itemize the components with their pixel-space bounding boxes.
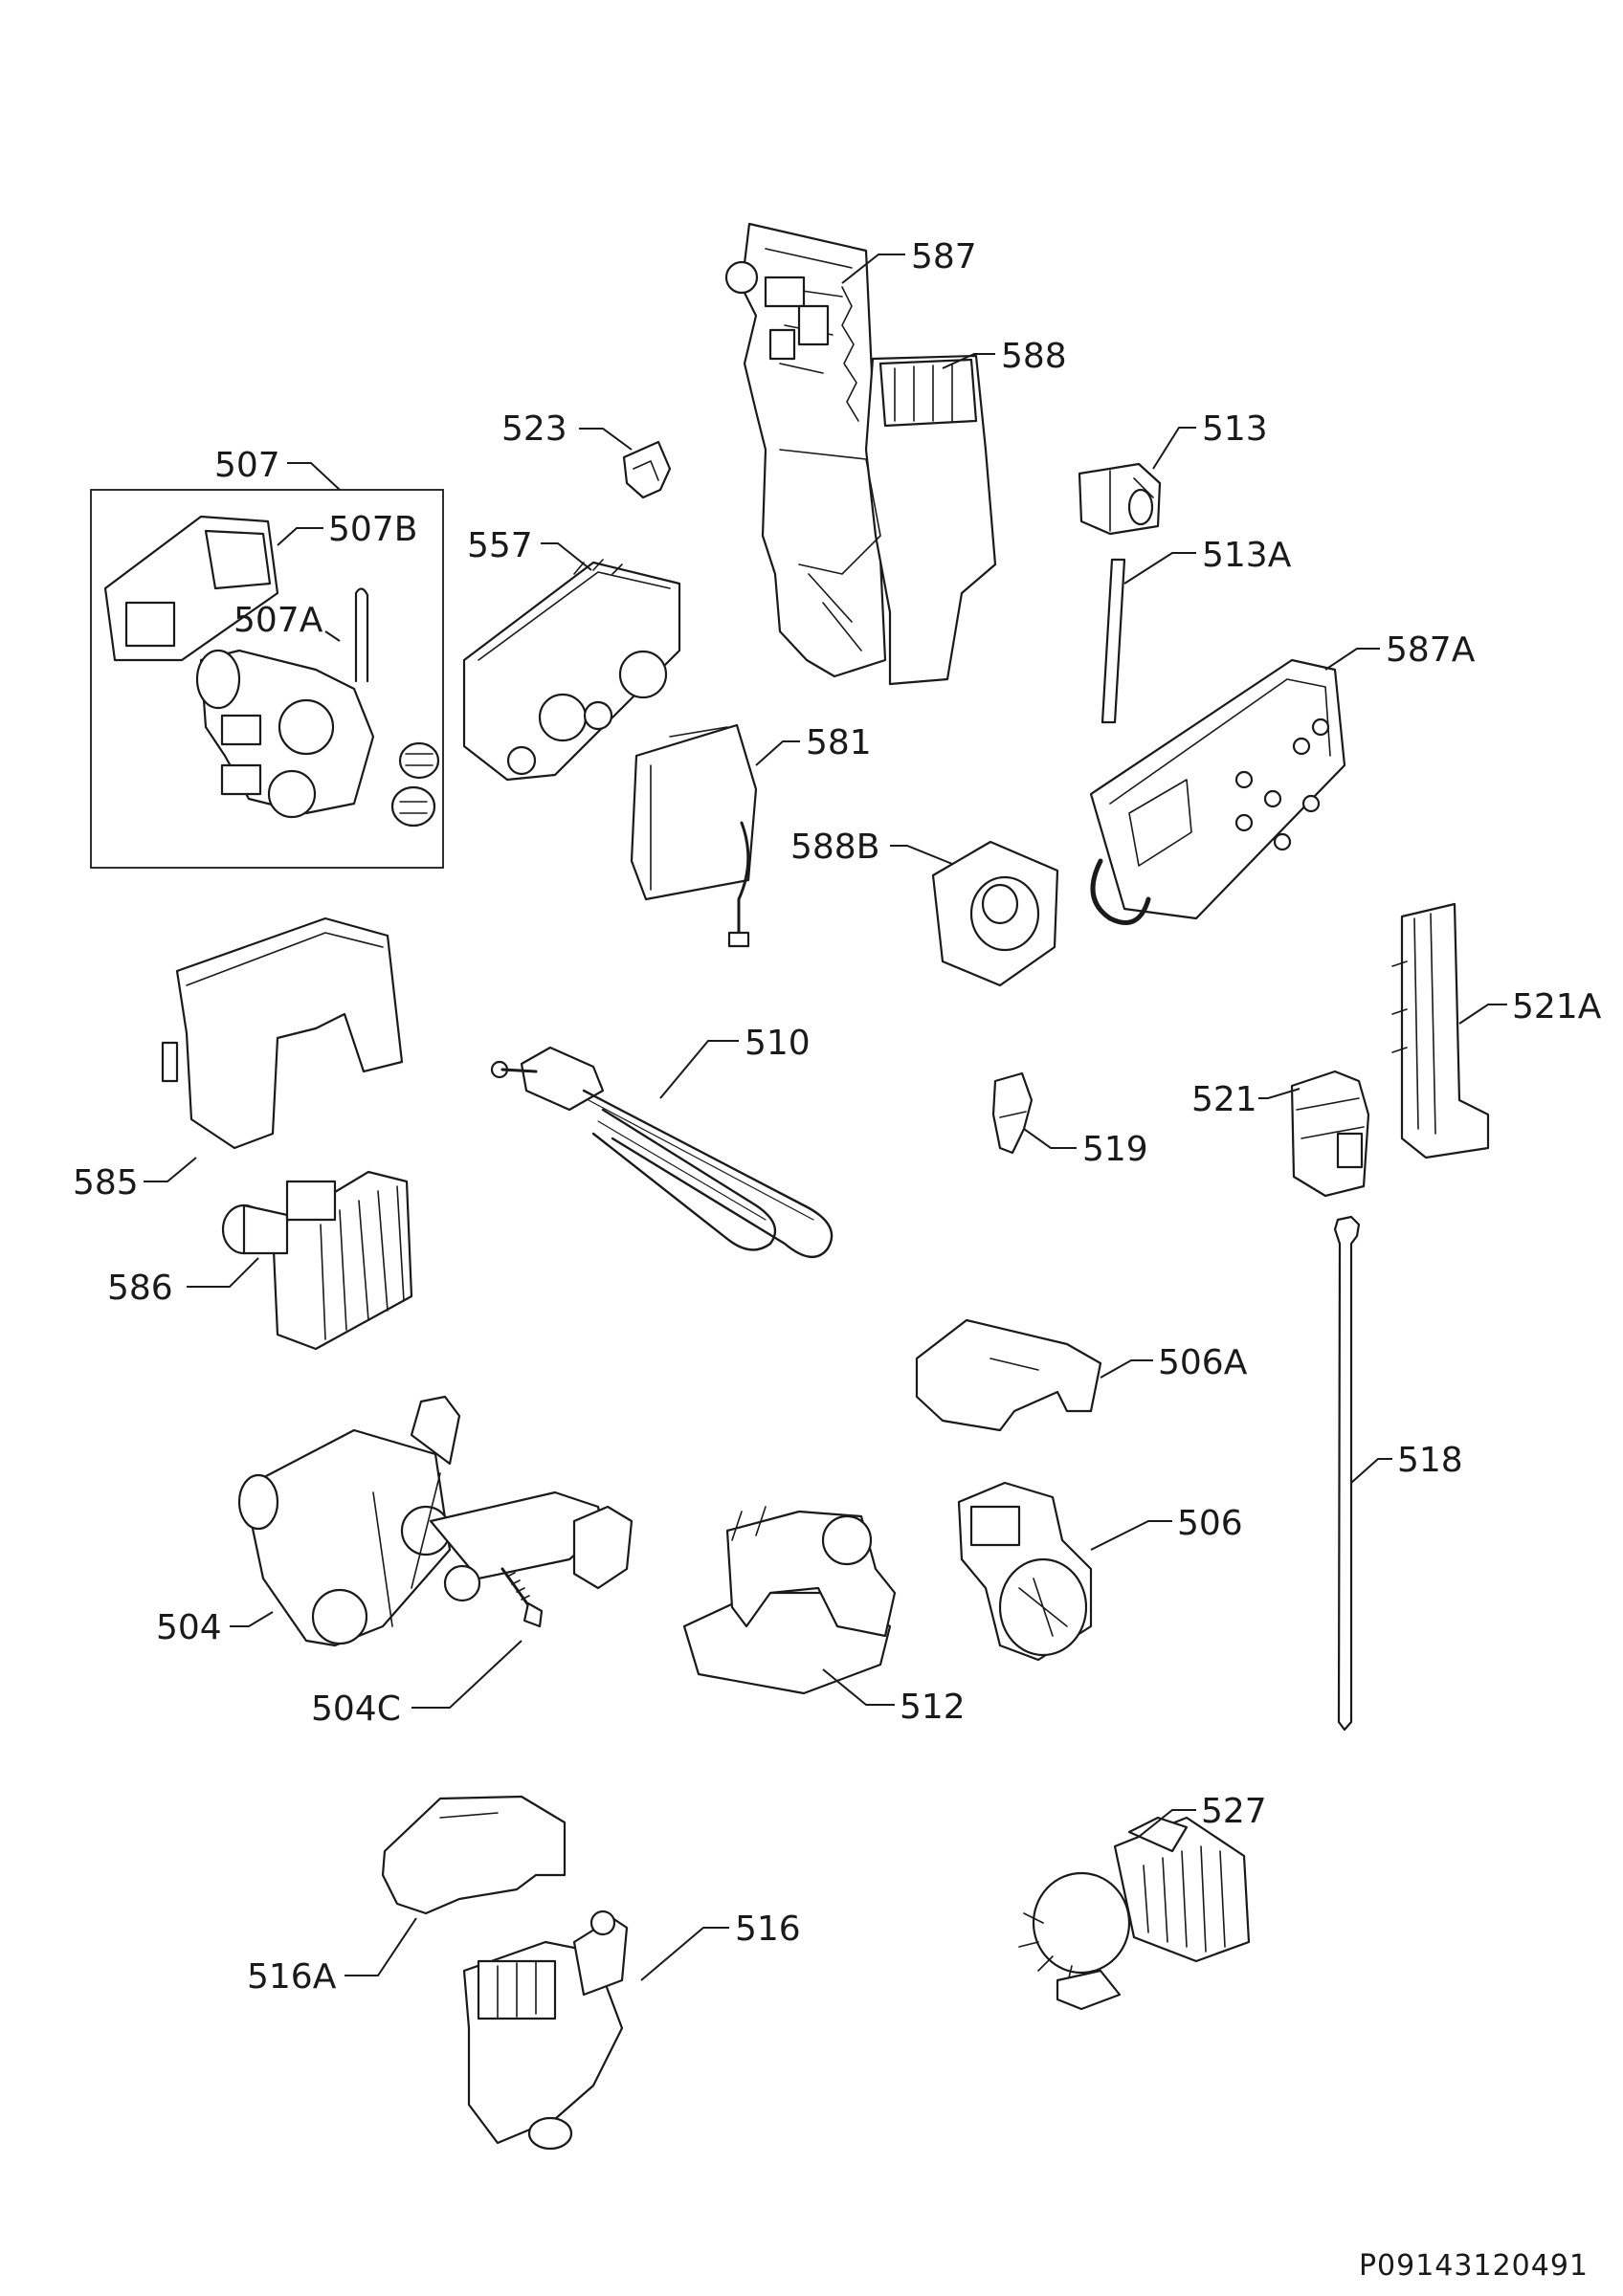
svg-text:557: 557 xyxy=(467,526,533,565)
svg-text:527: 527 xyxy=(1201,1792,1267,1831)
callout-507A: 507A xyxy=(233,601,341,642)
svg-text:510: 510 xyxy=(745,1024,811,1063)
part-516-pump-assembly[interactable] xyxy=(462,1910,629,2151)
svg-text:516: 516 xyxy=(735,1910,801,1949)
svg-text:513A: 513A xyxy=(1202,536,1292,575)
svg-text:506A: 506A xyxy=(1158,1343,1248,1382)
part-512-bracket[interactable] xyxy=(682,1506,897,1695)
callout-519: 519 xyxy=(1023,1128,1148,1169)
part-504C-screw[interactable] xyxy=(500,1567,544,1628)
svg-text:519: 519 xyxy=(1082,1130,1148,1169)
callout-506A: 506A xyxy=(1100,1343,1248,1382)
callout-506: 506 xyxy=(1090,1504,1243,1551)
svg-text:521A: 521A xyxy=(1512,987,1602,1027)
callout-587: 587 xyxy=(841,237,977,284)
part-586-motor-controller[interactable] xyxy=(221,1170,413,1351)
part-588-board-housing[interactable] xyxy=(779,354,997,686)
part-516A-pump-cover[interactable] xyxy=(381,1795,567,1915)
part-506-drain-pump[interactable] xyxy=(957,1481,1093,1662)
callout-527: 527 xyxy=(1138,1792,1267,1838)
callout-518: 518 xyxy=(1350,1441,1463,1484)
svg-text:588: 588 xyxy=(1001,337,1067,376)
svg-text:523: 523 xyxy=(501,409,567,449)
part-587A-display-board[interactable] xyxy=(1089,658,1346,925)
callout-510: 510 xyxy=(659,1024,811,1099)
svg-text:587A: 587A xyxy=(1386,630,1476,670)
part-588B-pressure-sensor[interactable] xyxy=(931,840,1059,987)
callout-557: 557 xyxy=(467,526,592,571)
svg-text:507A: 507A xyxy=(233,601,323,640)
part-507A-clip[interactable] xyxy=(354,587,369,683)
part-507-inlet-valves[interactable] xyxy=(195,649,440,828)
svg-text:504: 504 xyxy=(156,1608,222,1647)
callout-588: 588 xyxy=(942,337,1067,376)
svg-text:512: 512 xyxy=(900,1688,966,1727)
part-521A-latch-strip[interactable] xyxy=(1391,902,1490,1159)
part-506A-pump-cover[interactable] xyxy=(915,1318,1102,1432)
svg-text:513: 513 xyxy=(1202,409,1268,449)
callout-507B: 507B xyxy=(277,510,417,549)
callout-581: 581 xyxy=(755,723,872,766)
part-527-circulation-pump[interactable] xyxy=(1018,1816,1251,2011)
svg-text:507B: 507B xyxy=(328,510,417,549)
part-518-rod[interactable] xyxy=(1333,1215,1361,1732)
svg-text:581: 581 xyxy=(806,723,872,762)
callout-507: 507 xyxy=(214,446,341,491)
svg-text:588B: 588B xyxy=(790,828,879,867)
callout-521: 521 xyxy=(1191,1080,1301,1119)
part-507-group-box xyxy=(90,489,444,869)
document-code: P09143120491 xyxy=(1359,2249,1589,2283)
svg-text:507: 507 xyxy=(214,446,280,485)
callout-588B: 588B xyxy=(790,828,953,867)
part-513A-rod[interactable] xyxy=(1101,558,1126,724)
part-504-motor[interactable] xyxy=(237,1395,634,1647)
part-581-small-pcb[interactable] xyxy=(630,723,758,948)
part-587-main-board[interactable] xyxy=(724,222,887,678)
svg-text:585: 585 xyxy=(73,1163,139,1203)
callout-512: 512 xyxy=(822,1668,966,1727)
callout-504: 504 xyxy=(156,1608,274,1647)
callout-513A: 513A xyxy=(1123,536,1292,585)
part-557-control-module[interactable] xyxy=(462,559,681,782)
part-513-relay-block[interactable] xyxy=(1078,462,1162,536)
svg-text:587: 587 xyxy=(911,237,977,276)
part-507B-inlet-cover[interactable] xyxy=(103,515,279,662)
callout-587A: 587A xyxy=(1324,630,1476,671)
callout-504C: 504C xyxy=(311,1640,522,1729)
callout-523: 523 xyxy=(501,409,633,451)
svg-text:516A: 516A xyxy=(247,1957,337,1997)
part-519-ntc-sensor[interactable] xyxy=(991,1071,1034,1155)
svg-text:504C: 504C xyxy=(311,1689,401,1729)
callout-516: 516 xyxy=(640,1910,801,1981)
callout-586: 586 xyxy=(107,1257,259,1308)
callout-513: 513 xyxy=(1152,409,1268,470)
callout-585: 585 xyxy=(73,1157,197,1203)
part-510-heating-element[interactable] xyxy=(490,1046,834,1258)
part-521-door-interlock[interactable] xyxy=(1290,1070,1370,1198)
part-523-clip[interactable] xyxy=(622,440,672,499)
svg-text:518: 518 xyxy=(1397,1441,1463,1480)
svg-text:506: 506 xyxy=(1177,1504,1243,1543)
svg-text:586: 586 xyxy=(107,1269,173,1308)
svg-text:521: 521 xyxy=(1191,1080,1257,1119)
callout-516A: 516A xyxy=(247,1917,417,1997)
callout-521A: 521A xyxy=(1458,987,1602,1027)
part-585-module-cover[interactable] xyxy=(161,916,404,1150)
